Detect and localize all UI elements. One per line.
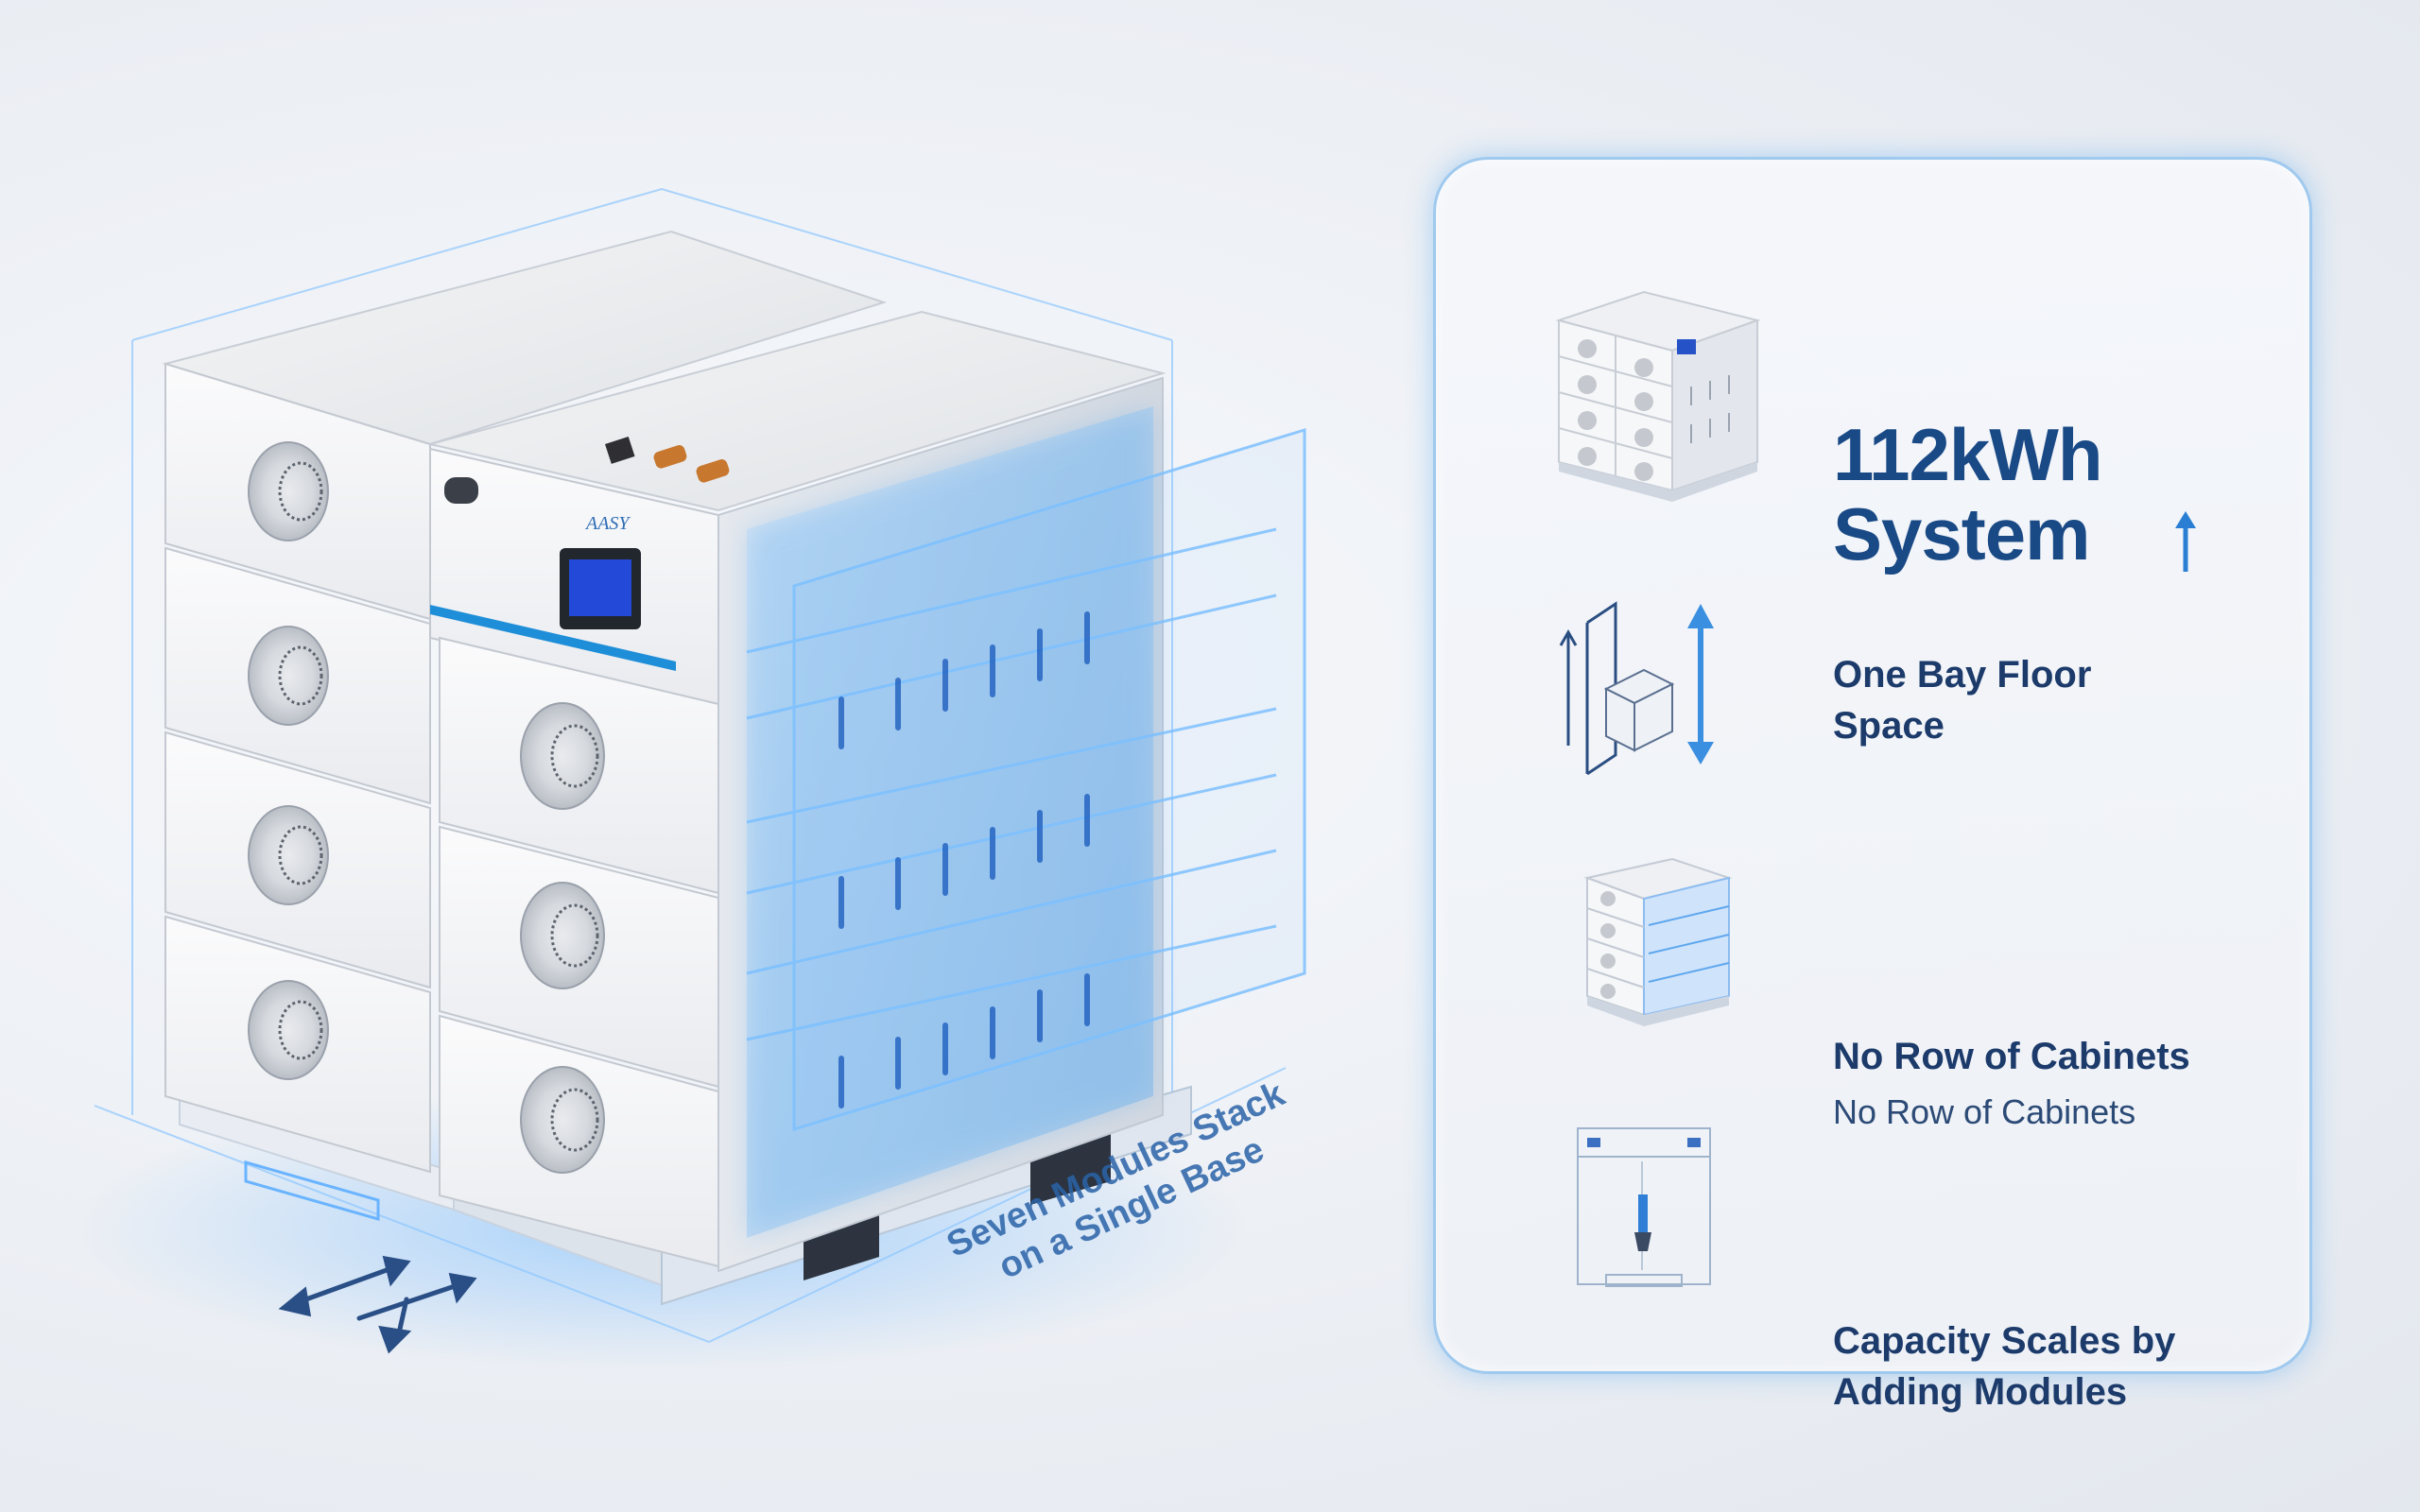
no-cabinet-row-title: No Row of Cabinets <box>1833 1036 2190 1077</box>
left-module-4 <box>164 915 431 1174</box>
brand-logo-mark: AASY <box>584 513 631 534</box>
system-capacity-title: 112kWh <box>1833 413 2102 496</box>
dimension-arrows-icon <box>278 1255 477 1354</box>
svg-text:AASY: AASY <box>584 513 631 534</box>
floor-space-icon <box>1530 576 1748 797</box>
feature-system-text: 112kWh System <box>1833 413 2102 576</box>
capacity-scaling-title-line-2: Adding Modules <box>1833 1371 2128 1413</box>
hologram-layers <box>746 427 1306 1132</box>
battery-stack-icon <box>1530 283 1776 513</box>
module-scaling-icon <box>1530 1109 1748 1331</box>
vent-slots <box>838 611 1090 1108</box>
left-module-column <box>162 230 888 1174</box>
left-module-1 <box>164 362 431 621</box>
compact-cabinet-icon <box>1530 840 1748 1042</box>
system-title: System <box>1833 492 2091 576</box>
no-cabinet-row-subtitle: No Row of Cabinets <box>1833 1092 2136 1131</box>
cable-connectors <box>605 436 730 483</box>
feature-scaling-text: Capacity Scales by Adding Modules <box>1833 1315 2175 1418</box>
feature-cabinet-text: No Row of Cabinets No Row of Cabinets <box>1833 1031 2190 1135</box>
controller-module: AASY <box>429 447 719 706</box>
left-module-2 <box>164 546 431 805</box>
feature-panel: 112kWh System <box>1433 157 2312 1413</box>
left-module-3 <box>164 730 431 989</box>
floor-space-title-line-2: Space <box>1833 705 1945 747</box>
floor-space-title-line-1: One Bay Floor <box>1833 654 2092 696</box>
feature-floor-text: One Bay Floor Space <box>1833 649 2091 751</box>
up-arrow-icon <box>2171 509 2200 579</box>
capacity-scaling-title-line-1: Capacity Scales by <box>1833 1320 2176 1362</box>
transparent-side-panel <box>717 376 1164 1273</box>
right-module-3 <box>439 1014 719 1268</box>
right-module-column: AASY <box>429 310 1167 1273</box>
right-module-2 <box>439 825 719 1089</box>
